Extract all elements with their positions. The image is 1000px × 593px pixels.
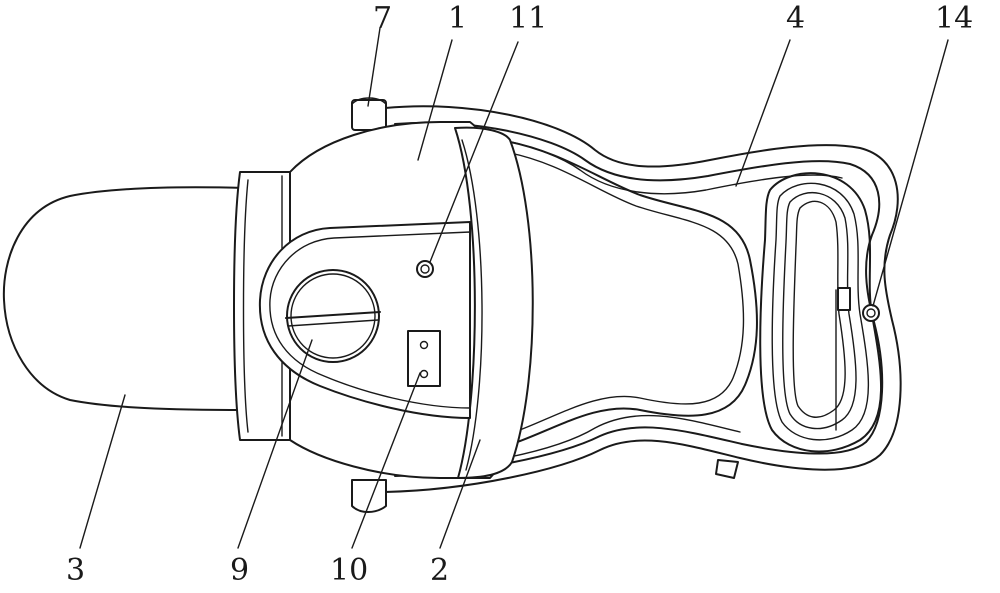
cap-3 bbox=[4, 187, 245, 410]
connector-14 bbox=[863, 305, 879, 321]
label-2: 2 bbox=[430, 553, 449, 588]
label-11: 11 bbox=[509, 1, 547, 36]
label-10: 10 bbox=[330, 553, 368, 588]
label-7: 7 bbox=[373, 1, 392, 36]
screw-11 bbox=[417, 261, 433, 277]
label-9: 9 bbox=[230, 553, 249, 588]
label-4: 4 bbox=[786, 1, 805, 36]
clip-lower bbox=[352, 480, 386, 512]
dial-9 bbox=[286, 270, 380, 362]
strap-tab bbox=[716, 460, 738, 478]
label-14: 14 bbox=[935, 1, 973, 36]
label-1: 1 bbox=[448, 1, 467, 36]
label-3: 3 bbox=[66, 553, 85, 588]
switch-10 bbox=[408, 331, 440, 386]
